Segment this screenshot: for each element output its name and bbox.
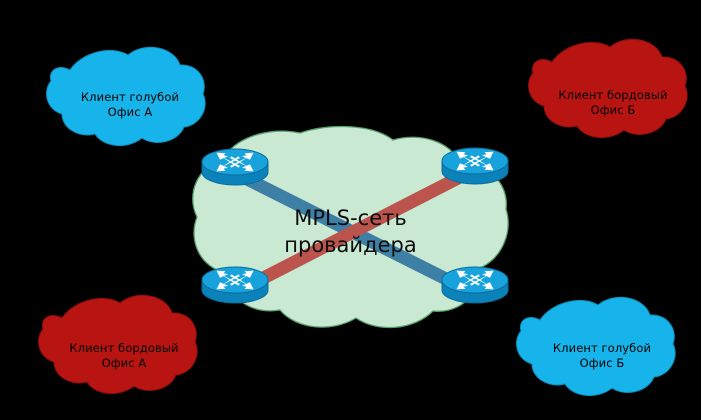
router-bottom-right[interactable] [441,266,509,304]
customer-maroon-office-a-cloud [38,294,198,394]
router-top-right[interactable] [441,147,509,185]
router-bottom-left[interactable] [201,266,269,304]
customer-maroon-office-b-cloud [528,38,688,138]
router-top-left[interactable] [201,148,269,186]
customer-blue-office-b-cloud [516,296,676,396]
customer-blue-office-a-cloud [46,46,206,146]
link-red-tr-bl [237,170,465,296]
